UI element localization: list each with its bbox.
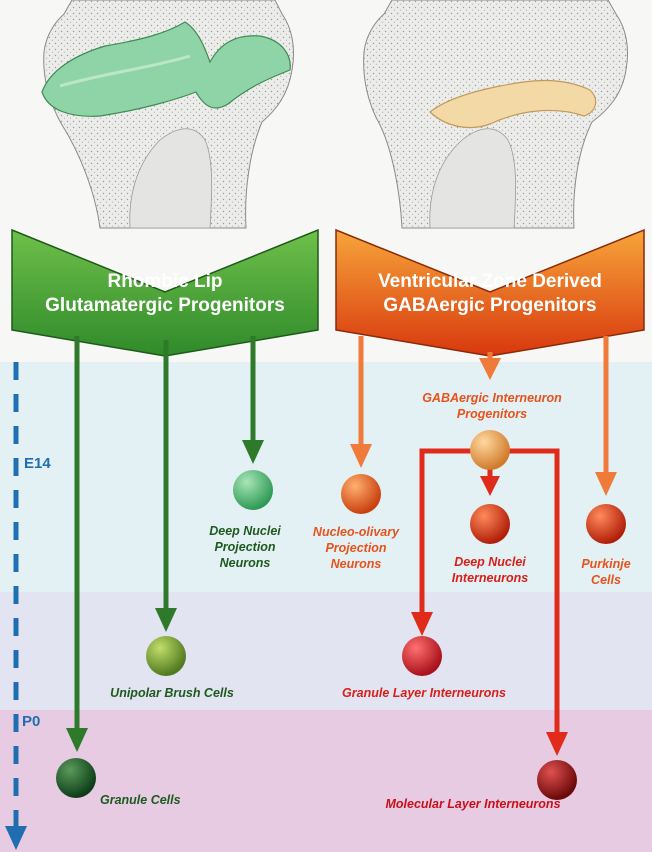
cell-interneuron-progenitor bbox=[470, 430, 510, 470]
cell-purkinje bbox=[586, 504, 626, 544]
glutamatergic-header-line1: Rhombic Lip bbox=[107, 271, 222, 292]
label-granule: Granule Cells bbox=[100, 793, 181, 807]
svg-text:Projection: Projection bbox=[325, 541, 386, 555]
cell-deep-nuclei-projection bbox=[233, 470, 273, 510]
timeline-arrowhead bbox=[5, 826, 27, 850]
gabaergic-header-line2: GABAergic Progenitors bbox=[383, 295, 596, 316]
gabaergic-header-box bbox=[335, 228, 645, 357]
band-e14 bbox=[0, 362, 652, 592]
cell-molecular-layer-interneurons bbox=[537, 760, 577, 800]
label-molecular-layer-interneurons: Molecular Layer Interneurons bbox=[385, 797, 560, 811]
svg-text:Projection: Projection bbox=[214, 540, 275, 554]
svg-text:GABAergic Interneuron: GABAergic Interneuron bbox=[422, 391, 562, 405]
svg-text:Deep Nuclei: Deep Nuclei bbox=[454, 555, 526, 569]
svg-text:Purkinje: Purkinje bbox=[581, 557, 630, 571]
stage-label-p0: P0 bbox=[22, 713, 40, 730]
stage-label-e14: E14 bbox=[24, 455, 51, 472]
label-granule-layer-interneurons: Granule Layer Interneurons bbox=[342, 686, 506, 700]
band-mid bbox=[0, 592, 652, 710]
glutamatergic-header-box bbox=[11, 228, 319, 357]
glutamatergic-arrows bbox=[66, 336, 264, 752]
label-purkinje: Purkinje Cells bbox=[581, 557, 630, 587]
svg-text:Neurons: Neurons bbox=[331, 557, 382, 571]
gabaergic-arrows bbox=[350, 336, 617, 496]
label-deep-nuclei-projection: Deep Nuclei Projection Neurons bbox=[209, 524, 281, 570]
cell-unipolar-brush bbox=[146, 636, 186, 676]
label-deep-nuclei-interneurons: Deep Nuclei Interneurons bbox=[452, 555, 528, 585]
svg-text:Interneurons: Interneurons bbox=[452, 571, 528, 585]
svg-text:Cells: Cells bbox=[591, 573, 621, 587]
label-interneuron-progenitor: GABAergic Interneuron Progenitors bbox=[422, 391, 562, 421]
cell-deep-nuclei-interneurons bbox=[470, 504, 510, 544]
svg-text:Deep Nuclei: Deep Nuclei bbox=[209, 524, 281, 538]
glutamatergic-header-line2: Glutamatergic Progenitors bbox=[45, 295, 285, 316]
gabaergic-header-line1: Ventricular Zone Derived bbox=[378, 271, 602, 292]
svg-text:Neurons: Neurons bbox=[220, 556, 271, 570]
left-brainstem-illustration bbox=[41, 0, 295, 229]
cell-granule-layer-interneurons bbox=[402, 636, 442, 676]
cell-granule bbox=[56, 758, 96, 798]
interneuron-arrows bbox=[411, 448, 568, 756]
label-nucleo-olivary: Nucleo-olivary Projection Neurons bbox=[313, 525, 400, 571]
cell-nucleo-olivary bbox=[341, 474, 381, 514]
svg-text:Progenitors: Progenitors bbox=[457, 407, 527, 421]
svg-text:Nucleo-olivary: Nucleo-olivary bbox=[313, 525, 400, 539]
right-brainstem-illustration bbox=[363, 0, 629, 229]
label-unipolar-brush: Unipolar Brush Cells bbox=[110, 686, 234, 700]
